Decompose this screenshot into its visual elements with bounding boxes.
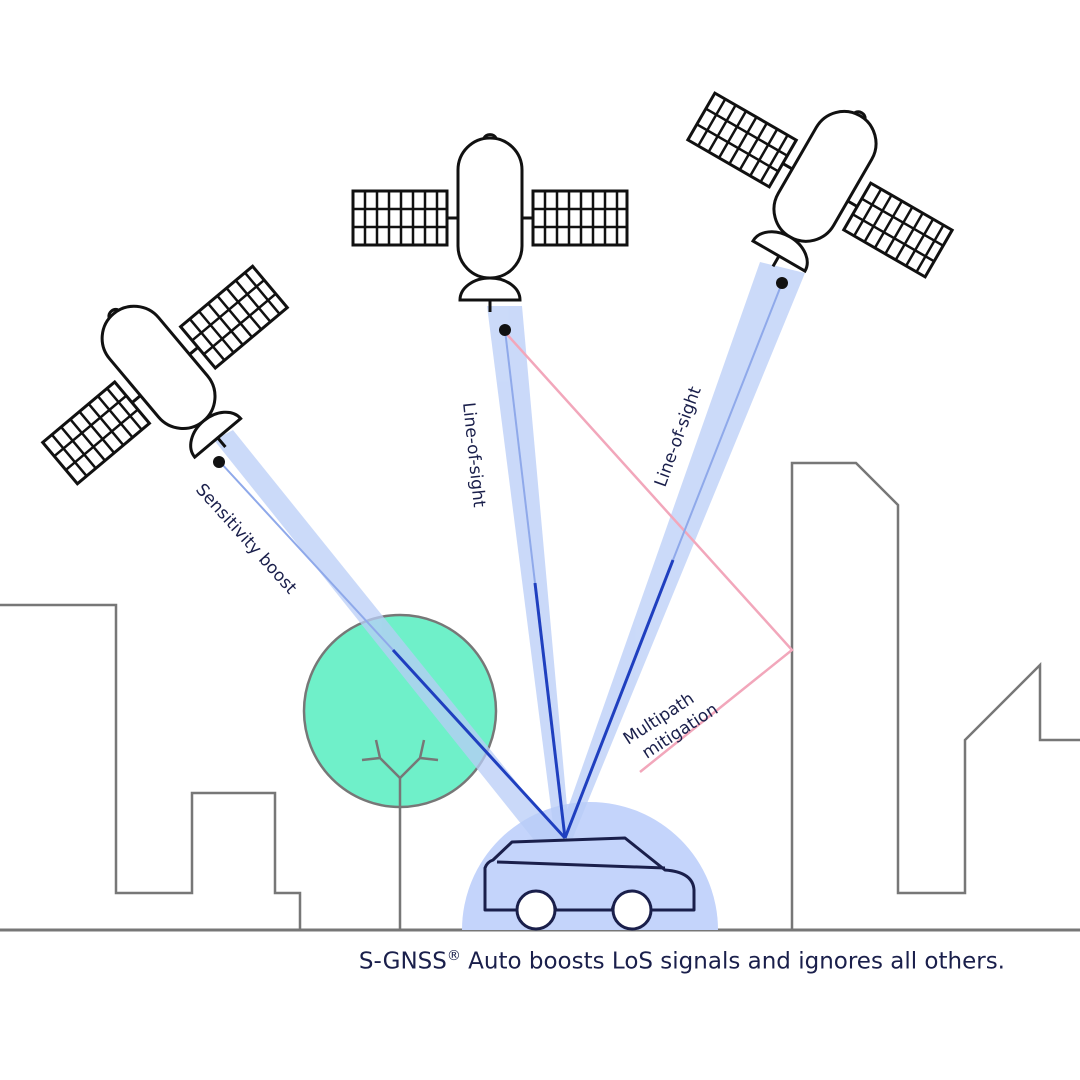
label-line-of-sight-middle: Line-of-sight xyxy=(458,401,489,508)
beam-right xyxy=(558,262,805,840)
signal-beams xyxy=(214,262,805,850)
beam-left xyxy=(214,430,563,850)
satellite-middle-icon xyxy=(353,135,627,312)
antenna-point-left xyxy=(213,456,225,468)
signal-lines xyxy=(219,282,783,840)
caption-brand: S-GNSS xyxy=(358,948,447,975)
beam-middle xyxy=(487,306,570,840)
car-icon xyxy=(483,836,696,931)
multipath-reflection-line xyxy=(502,329,794,773)
satellite-right-icon xyxy=(654,44,980,335)
label-multipath-mitigation: Multipath mitigation xyxy=(620,689,722,764)
satellite-left-icon xyxy=(6,223,330,535)
tree xyxy=(302,613,498,930)
caption-text: Auto boosts LoS signals and ignores all … xyxy=(460,948,1005,975)
antenna-point-right xyxy=(776,277,788,289)
building-left xyxy=(0,603,302,930)
building-right-tall xyxy=(790,461,1080,930)
antenna-point-middle xyxy=(499,324,511,336)
caption: S-GNSS® Auto boosts LoS signals and igno… xyxy=(0,948,1005,975)
registered-mark: ® xyxy=(446,948,461,964)
